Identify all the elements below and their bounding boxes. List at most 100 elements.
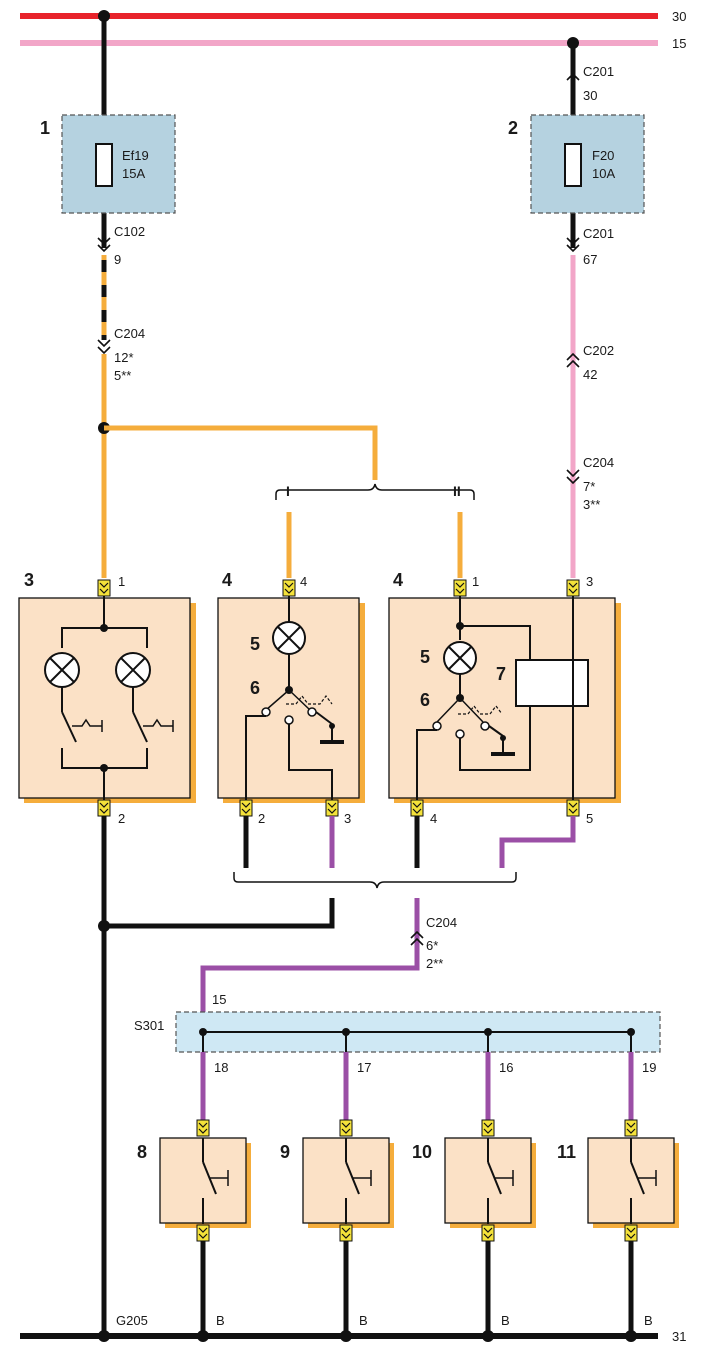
variant-brace: [275, 483, 475, 500]
rail-31-label: 31: [672, 1329, 686, 1344]
lamp-cross: [277, 626, 301, 650]
switch-actuator-icon: [72, 718, 103, 732]
internal-wire: [288, 724, 333, 800]
junction-dot: [98, 1330, 110, 1342]
splice-pin-out-2: 17: [357, 1060, 371, 1075]
component-4b-lamp-number: 5: [420, 647, 430, 667]
splice-pin-out-1: 18: [214, 1060, 228, 1075]
splice-pin-out-3: 16: [499, 1060, 513, 1075]
contact-icon: [307, 707, 317, 717]
switch-11-number: 11: [557, 1142, 576, 1162]
switch-10: [444, 1052, 536, 1342]
contact-icon: [480, 721, 490, 731]
c204-b-label: C204: [583, 455, 614, 470]
component-3-pin-top: 1: [118, 574, 125, 589]
connector-pin: [566, 799, 580, 817]
contact-icon: [455, 729, 465, 739]
wire-black: [104, 898, 335, 929]
c204-b-pin2: 3**: [583, 497, 600, 512]
c204-c-label: C204: [426, 915, 457, 930]
c204-c-pin2: 2**: [426, 956, 443, 971]
contact-icon: [284, 715, 294, 725]
internal-wire: [416, 729, 437, 800]
switch-9: [302, 1052, 394, 1342]
internal-wire: [315, 711, 333, 725]
c204-b-pin1: 7*: [583, 479, 595, 494]
internal-wire: [488, 725, 504, 737]
c204-a-label: C204: [114, 326, 145, 341]
fuse-2-rating: 10A: [592, 166, 615, 181]
switch-10-number: 10: [412, 1142, 432, 1162]
component-4a-switch-number: 6: [250, 678, 260, 698]
connector-pin: [239, 799, 253, 817]
internal-wire: [459, 706, 531, 771]
connector-icon: [566, 352, 580, 368]
fuse-f20-icon: [564, 143, 582, 187]
wire-violet: [200, 898, 420, 1030]
internal-wire: [61, 627, 148, 648]
connector-pin: [282, 579, 296, 597]
c102-label: C102: [114, 224, 145, 239]
switch-11-ground: B: [644, 1313, 653, 1328]
variant-2-label: II: [453, 483, 461, 499]
c102-pin: 9: [114, 252, 121, 267]
connector-icon: [566, 72, 580, 81]
fuse-1-name: Ef19: [122, 148, 149, 163]
contact-icon: [432, 721, 442, 731]
c201-bot-label: C201: [583, 226, 614, 241]
fuse-box-2: [530, 114, 645, 214]
component-4b-pin-bl: 4: [430, 811, 437, 826]
contact-icon: [261, 707, 271, 717]
component-4b-pin-br: 5: [586, 811, 593, 826]
switch-actuator-icon: [143, 718, 174, 732]
variant-1-label: I: [286, 483, 290, 499]
component-4a-lamp-number: 5: [250, 634, 260, 654]
connector-pin: [566, 579, 580, 597]
component-4b-number: 4: [393, 570, 403, 590]
c204-a-pin1: 12*: [114, 350, 134, 365]
connector-pin: [453, 579, 467, 597]
component-4a-pin-bl: 2: [258, 811, 265, 826]
lamp-cross: [448, 646, 472, 670]
internal-wire: [460, 625, 531, 660]
connector-icon: [97, 339, 111, 355]
c202-label: C202: [583, 343, 614, 358]
switch-9-number: 9: [280, 1142, 290, 1162]
c204-a-pin2: 5**: [114, 368, 131, 383]
switch-contact-icon: [61, 711, 77, 743]
splice-pin-in: 15: [212, 992, 226, 1007]
component-3-pin-bot: 2: [118, 811, 125, 826]
switch-8-ground: B: [216, 1313, 225, 1328]
component-4a-pin-top: 4: [300, 574, 307, 589]
wire-violet: [499, 816, 576, 868]
variant-brace-lower: [233, 872, 517, 889]
switch-8-number: 8: [137, 1142, 147, 1162]
splice-name: S301: [134, 1018, 164, 1033]
component-4a-pin-br: 3: [344, 811, 351, 826]
connector-icon: [566, 469, 580, 485]
fuse-ef19-icon: [95, 143, 113, 187]
component-4b-pin-top2: 3: [586, 574, 593, 589]
component-4a-number: 4: [222, 570, 232, 590]
connector-icon: [566, 237, 580, 253]
fuse-2-number: 2: [508, 118, 518, 138]
c201-top-pin: 30: [583, 88, 597, 103]
lamp-cross: [120, 657, 146, 683]
relay-coil-icon: [515, 659, 589, 707]
component-4b-pin-top1: 1: [472, 574, 479, 589]
component-3-number: 3: [24, 570, 34, 590]
rail-30-label: 30: [672, 9, 686, 24]
switch-9-ground: B: [359, 1313, 368, 1328]
connector-pin: [410, 799, 424, 817]
c201-bot-pin: 67: [583, 252, 597, 267]
ground-g205-label: G205: [116, 1313, 148, 1328]
switch-8: [159, 1052, 251, 1342]
c202-pin: 42: [583, 367, 597, 382]
fuse-1-number: 1: [40, 118, 50, 138]
rail-15-label: 15: [672, 36, 686, 51]
internal-wire: [245, 715, 266, 800]
c201-top-label: C201: [583, 64, 614, 79]
connector-pin: [97, 799, 111, 817]
connector-icon: [97, 237, 111, 253]
